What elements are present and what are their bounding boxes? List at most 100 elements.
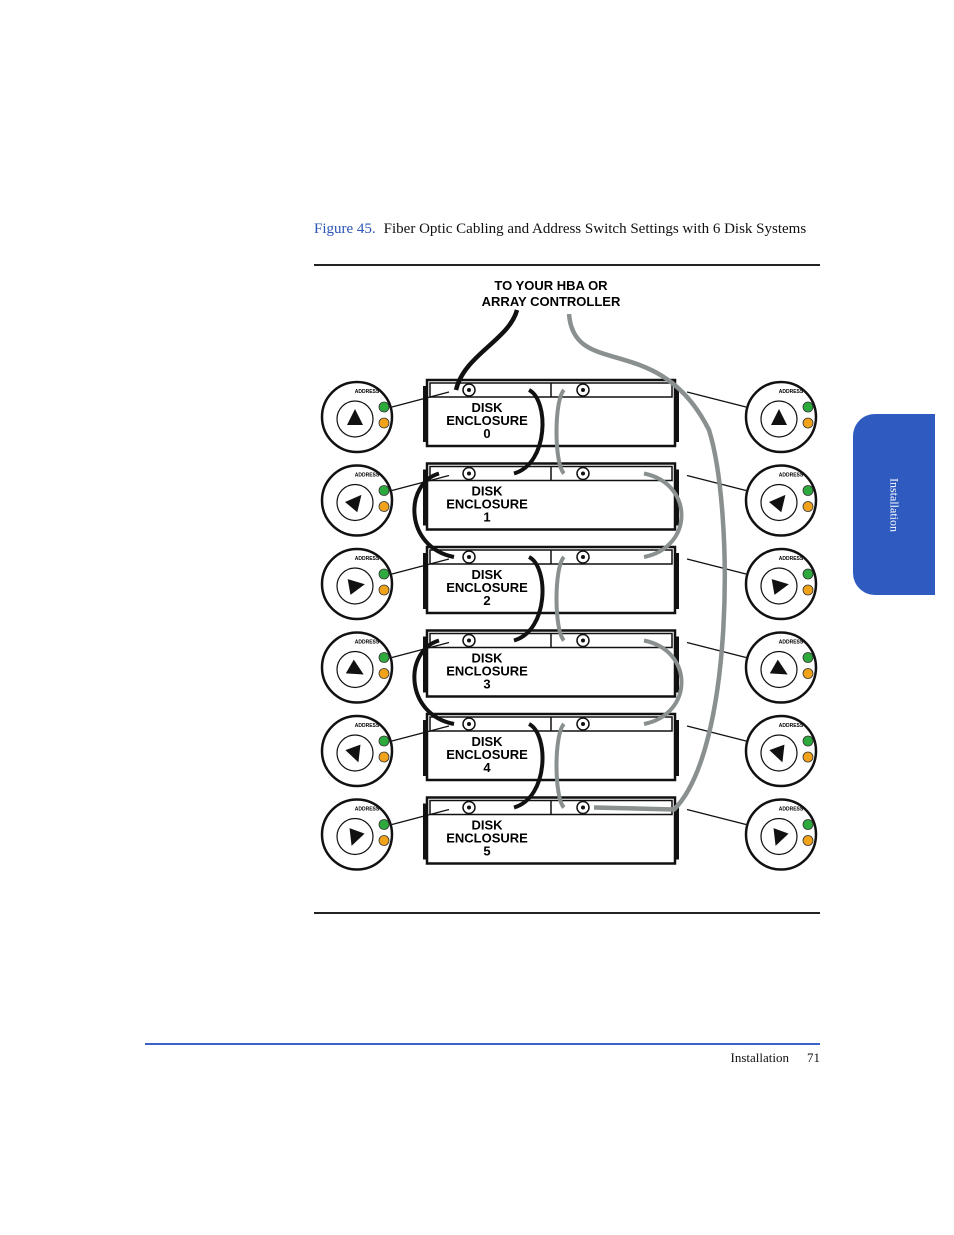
status-led-amber: [378, 584, 390, 596]
figure-bottom-rule: [314, 912, 820, 914]
switch-leader-line: [391, 474, 450, 492]
port-core-1: [581, 471, 585, 476]
switch-leader-line: [686, 725, 747, 742]
port-core-1: [581, 722, 585, 726]
switch-pointer: [345, 494, 362, 513]
loop-cable-b-1: [643, 471, 684, 559]
switch-leader-line: [391, 725, 450, 742]
address-switch-2-right: ADDRESS: [686, 547, 818, 621]
hba-cable-b: [566, 313, 728, 812]
switch-address-label: ADDRESS: [355, 473, 380, 479]
hba-label-line2: ARRAY CONTROLLER: [482, 294, 621, 309]
address-switch-4-left: ADDRESS: [320, 714, 450, 788]
status-led-green: [378, 401, 390, 413]
status-led-green: [378, 568, 390, 580]
cabling-diagram: TO YOUR HBA OR ARRAY CONTROLLER DISKENCL…: [320, 278, 818, 871]
enclosure-number: 1: [483, 510, 490, 525]
loop-cable-b-0: [554, 388, 566, 475]
port-core-1: [581, 555, 585, 559]
port-core-0: [467, 388, 471, 392]
address-switches: ADDRESS ADDRESS ADDRESS ADDRESS ADDRESS ADDRE…: [320, 380, 818, 871]
enclosure-word1: DISK: [471, 818, 503, 833]
status-led-green: [378, 819, 390, 830]
switch-pointer: [769, 744, 785, 763]
status-led-green: [378, 652, 390, 663]
address-switch-1-right: ADDRESS: [686, 464, 818, 537]
status-led-amber: [378, 501, 390, 512]
status-led-amber: [802, 417, 814, 429]
figure-label: Figure 45.: [314, 221, 376, 237]
section-side-tab[interactable]: Installation: [853, 414, 935, 595]
switch-address-label: ADDRESS: [779, 807, 804, 813]
rack-ear-left: [423, 636, 427, 693]
enclosure-word2: ENCLOSURE: [446, 580, 528, 595]
rack-ear-right: [675, 803, 679, 860]
status-led-amber: [378, 417, 390, 429]
enclosure-word2: ENCLOSURE: [446, 497, 528, 512]
status-led-amber: [802, 584, 814, 596]
switch-address-label: ADDRESS: [779, 640, 804, 646]
footer-section: Installation: [730, 1050, 790, 1065]
status-led-amber: [802, 501, 814, 512]
hba-label-line1: TO YOUR HBA OR: [494, 278, 608, 293]
switch-pointer: [769, 494, 786, 513]
status-led-green: [802, 568, 814, 580]
switch-leader-line: [686, 474, 747, 492]
status-led-amber: [802, 751, 814, 763]
port-core-0: [467, 805, 471, 810]
port-core-1: [581, 805, 585, 810]
page-number: 71: [807, 1050, 820, 1065]
port-core-1: [581, 388, 585, 392]
enclosure-number: 2: [483, 593, 490, 608]
switch-pointer: [345, 744, 361, 763]
switch-address-label: ADDRESS: [355, 723, 380, 729]
figure-title: Fiber Optic Cabling and Address Switch S…: [383, 221, 807, 237]
side-tab-label: Installation: [887, 477, 902, 532]
address-switch-0-right: ADDRESS: [686, 380, 818, 454]
port-core-0: [467, 471, 471, 476]
enclosure-number: 0: [483, 426, 490, 441]
status-led-amber: [378, 751, 390, 763]
switch-pointer: [347, 579, 365, 595]
enclosure-word2: ENCLOSURE: [446, 413, 528, 428]
page-footer: Installation 71: [731, 1050, 821, 1066]
address-switch-3-right: ADDRESS: [686, 631, 818, 704]
switch-address-label: ADDRESS: [355, 807, 380, 813]
enclosure-word1: DISK: [471, 484, 503, 499]
switch-address-label: ADDRESS: [779, 556, 804, 562]
rack-ear-left: [423, 803, 427, 860]
switch-address-label: ADDRESS: [779, 389, 804, 395]
status-led-green: [378, 735, 390, 747]
status-led-green: [378, 485, 390, 496]
switch-leader-line: [686, 808, 747, 826]
status-led-amber: [378, 835, 390, 846]
switch-pointer: [773, 828, 789, 846]
switch-pointer: [771, 579, 789, 595]
switch-pointer: [769, 659, 788, 675]
port-core-0: [467, 722, 471, 726]
fiber-cables: [412, 309, 728, 812]
switch-pointer: [347, 409, 363, 425]
switch-leader-line: [391, 641, 450, 659]
switch-address-label: ADDRESS: [779, 473, 804, 479]
hba-cable-a: [453, 309, 520, 391]
switch-pointer: [349, 828, 365, 846]
switch-pointer: [345, 659, 364, 675]
switch-address-label: ADDRESS: [779, 723, 804, 729]
footer-rule: [145, 1043, 820, 1045]
status-led-amber: [378, 668, 390, 679]
enclosure-word1: DISK: [471, 567, 503, 582]
enclosure-word2: ENCLOSURE: [446, 831, 528, 846]
address-switch-5-right: ADDRESS: [686, 798, 818, 871]
rack-ear-left: [423, 720, 427, 776]
switch-leader-line: [686, 641, 747, 659]
status-led-green: [802, 735, 814, 747]
switch-leader-line: [391, 391, 450, 408]
port-core-1: [581, 638, 585, 643]
loop-cable-a-2: [513, 555, 545, 643]
enclosure-stack: DISKENCLOSURE0DISKENCLOSURE1DISKENCLOSUR…: [423, 378, 679, 865]
